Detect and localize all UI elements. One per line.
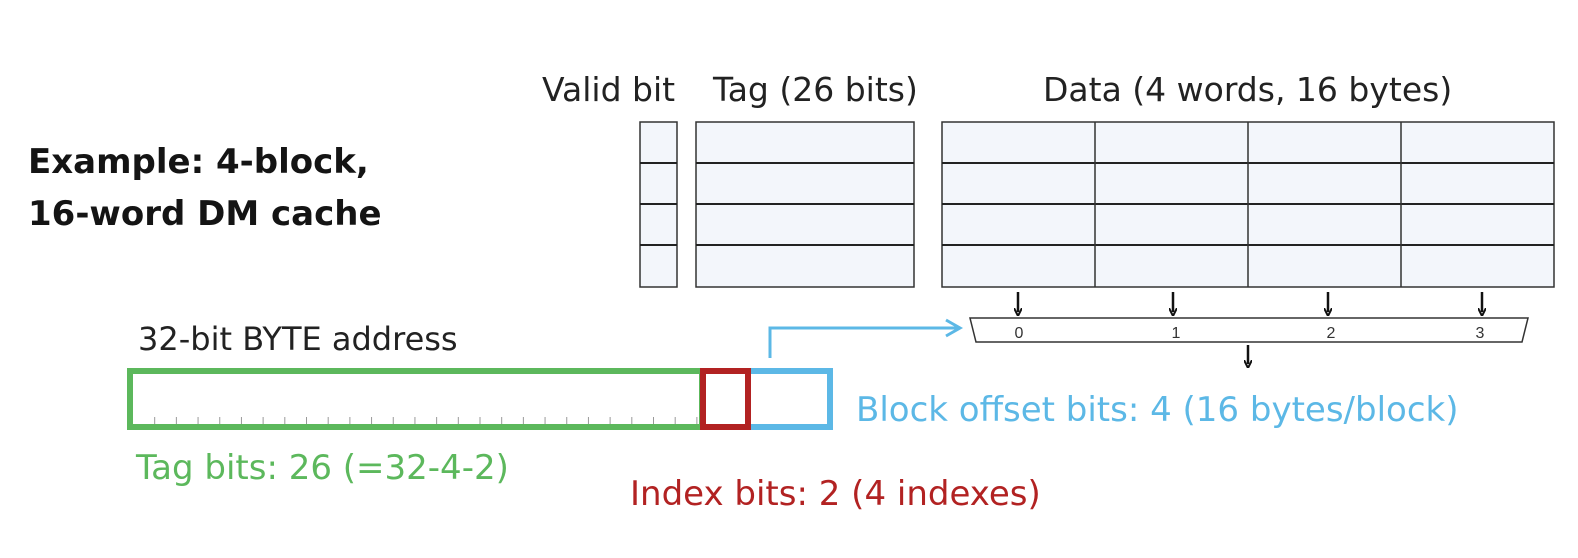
data-array xyxy=(941,121,1555,288)
tag-header: Tag (26 bits) xyxy=(713,70,918,109)
address-label: 32-bit BYTE address xyxy=(138,320,458,358)
title-line-1: Example: 4-block, xyxy=(28,142,369,182)
index-bits-field xyxy=(700,368,751,430)
word-arrows xyxy=(1018,292,1482,312)
diagram-title: Example: 4-block, 16-word DM cache xyxy=(28,136,382,240)
offset-bits-label: Block offset bits: 4 (16 bytes/block) xyxy=(856,390,1459,430)
mux-shape xyxy=(969,317,1529,343)
offset-arrow-line xyxy=(768,326,958,358)
tag-bits-field xyxy=(127,368,705,430)
tag-column xyxy=(695,121,915,288)
title-line-2: 16-word DM cache xyxy=(28,194,382,234)
valid-bit-column xyxy=(639,121,678,288)
data-header: Data (4 words, 16 bytes) xyxy=(1043,70,1453,109)
offset-select-arrow xyxy=(768,318,964,358)
mux-input-3: 3 xyxy=(1476,325,1485,342)
offset-bits-field xyxy=(745,368,833,430)
word-select-mux: 0 1 2 3 xyxy=(969,317,1529,364)
valid-bit-header: Valid bit xyxy=(542,70,676,109)
mux-input-1: 1 xyxy=(1172,325,1181,342)
offset-arrow-head xyxy=(945,318,964,338)
mux-input-0: 0 xyxy=(1015,325,1024,342)
index-bits-label: Index bits: 2 (4 indexes) xyxy=(630,474,1041,514)
address-bar xyxy=(127,368,833,430)
tag-bits-label: Tag bits: 26 (=32-4-2) xyxy=(136,448,509,488)
mux-input-2: 2 xyxy=(1327,325,1336,342)
